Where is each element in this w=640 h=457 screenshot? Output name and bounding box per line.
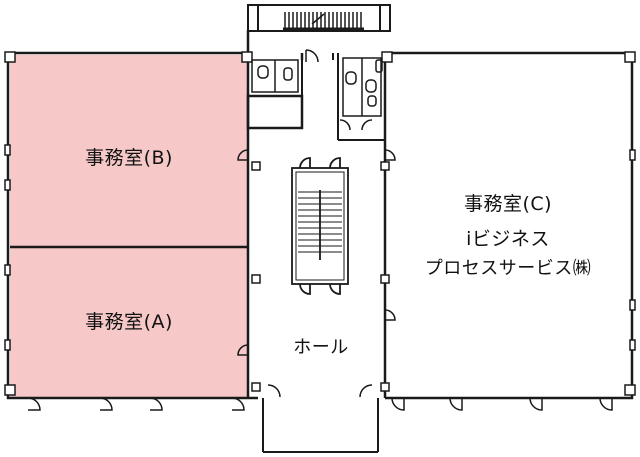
office-c-tenant-line1: iビジネス — [466, 228, 550, 250]
entrance — [262, 398, 379, 453]
office-b-label: 事務室(B) — [85, 147, 173, 169]
window-marks — [4, 51, 636, 396]
office-a-area[interactable] — [10, 248, 248, 398]
office-b-area[interactable] — [10, 55, 248, 247]
doors — [27, 49, 613, 411]
toilet-rooms — [251, 57, 383, 117]
columns — [251, 161, 390, 392]
top-stair — [247, 4, 391, 32]
office-a-label: 事務室(A) — [85, 311, 173, 333]
office-c-tenant-line2: プロセスサービス㈱ — [424, 258, 592, 279]
hall-label: ホール — [293, 337, 349, 358]
core-walls — [246, 53, 385, 141]
office-c-label: 事務室(C) — [463, 193, 553, 215]
central-stair — [291, 157, 349, 295]
